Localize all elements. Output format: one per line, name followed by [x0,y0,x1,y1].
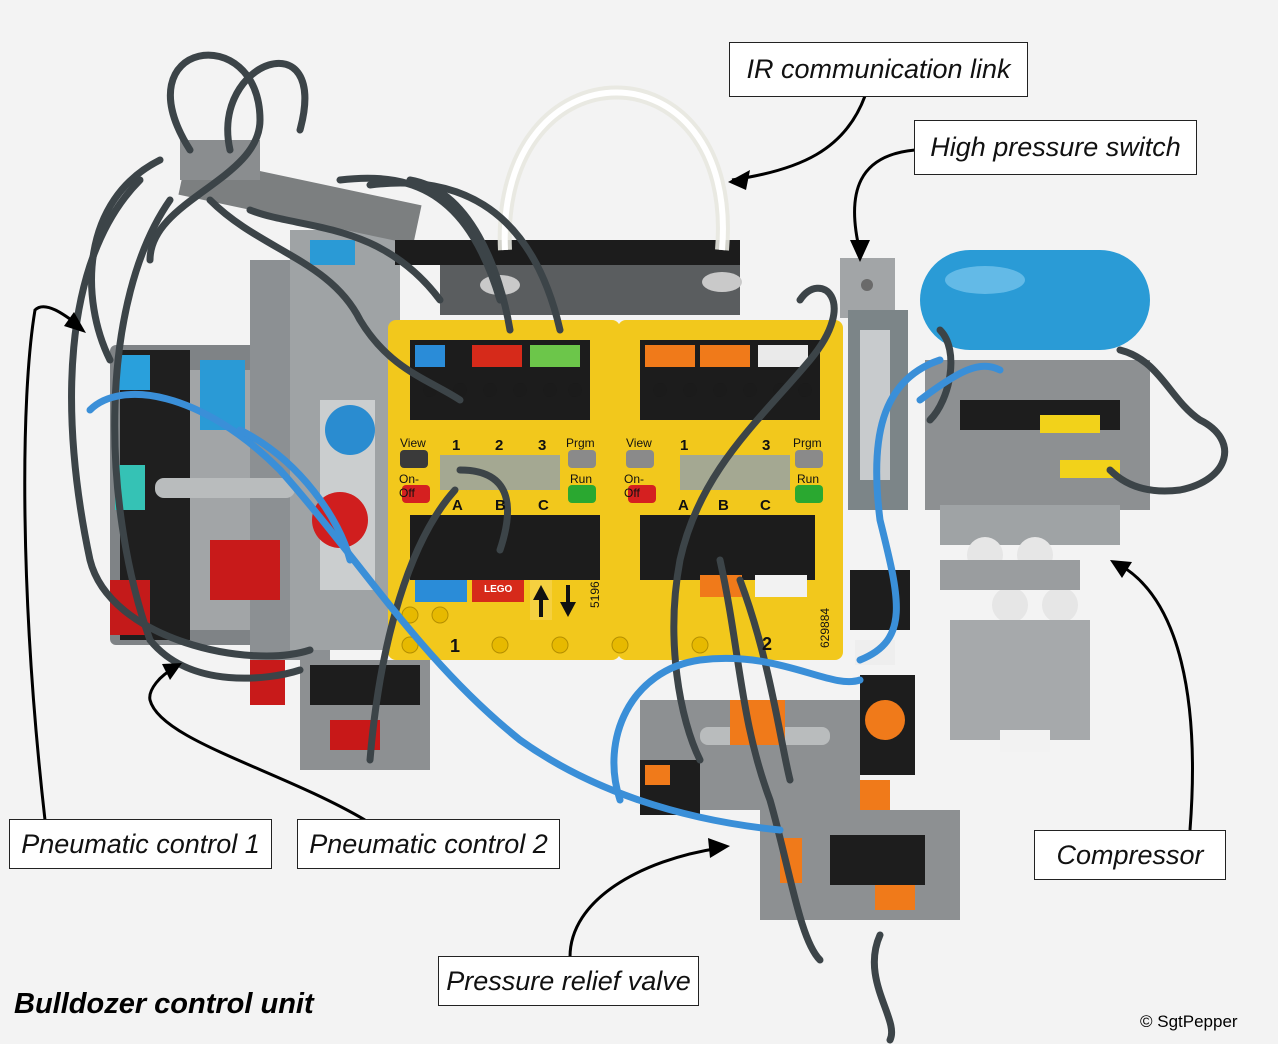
image-title: Bulldozer control unit [14,988,314,1020]
rcx-right-view: View [626,436,652,450]
rcx-left-port-b: B [495,497,506,514]
label-high-pressure-switch: High pressure switch [914,120,1197,175]
annotation-arrows [23,95,1194,958]
rcx-left-view: View [400,436,426,450]
studs [401,383,812,654]
rcx-left-port-1: 1 [452,437,461,454]
left-chassis [110,140,430,770]
rcx-left-run: Run [570,472,593,486]
rcx-left-port-c: C [538,497,549,514]
label-compressor: Compressor [1034,830,1226,880]
rcx-left-part: 5196 [588,581,602,608]
label-ir-communication-link-text: IR communication link [746,54,1011,84]
rcx-right-run: Run [797,472,820,486]
rcx-right-onoff: On-Off [624,472,645,500]
arrowheads [64,170,1132,858]
rcx-left-logo: LEGO [484,584,513,595]
label-pressure-relief-valve: Pressure relief valve [438,956,699,1006]
rcx-left-port-2: 2 [495,437,504,454]
label-pneumatic-control-1: Pneumatic control 1 [9,819,272,869]
rcx-left-onoff: On-Off [399,472,420,500]
label-high-pressure-switch-text: High pressure switch [930,132,1181,162]
label-pneumatic-control-2-text: Pneumatic control 2 [309,828,548,859]
rcx-left-port-a: A [452,497,463,514]
rcx-right-port-a: A [678,497,689,514]
rcx-right-port-c: C [760,497,771,514]
rcx-right-port-3: 3 [762,437,771,454]
label-ir-communication-link: IR communication link [729,42,1028,97]
rcx-left-port-3: 3 [538,437,547,454]
rcx-right-port-b: B [718,497,729,514]
rcx-right-id: 2 [762,634,773,654]
rcx-right-prgm: Prgm [793,436,822,450]
label-compressor-text: Compressor [1056,839,1204,870]
cables [68,51,1229,1044]
rcx-left-prgm: Prgm [566,436,595,450]
compressor-assembly [840,250,1150,752]
label-pressure-relief-valve-text: Pressure relief valve [446,965,691,996]
rcx-right-port-1: 1 [680,437,689,454]
label-pneumatic-control-1-text: Pneumatic control 1 [21,828,260,859]
rcx-left-id: 1 [450,636,461,656]
pneumatic-tubes [86,356,1004,834]
rcx-right-part: 629884 [818,607,832,648]
copyright-notice: © SgtPepper [1140,1012,1238,1031]
label-pneumatic-control-2: Pneumatic control 2 [297,819,560,869]
